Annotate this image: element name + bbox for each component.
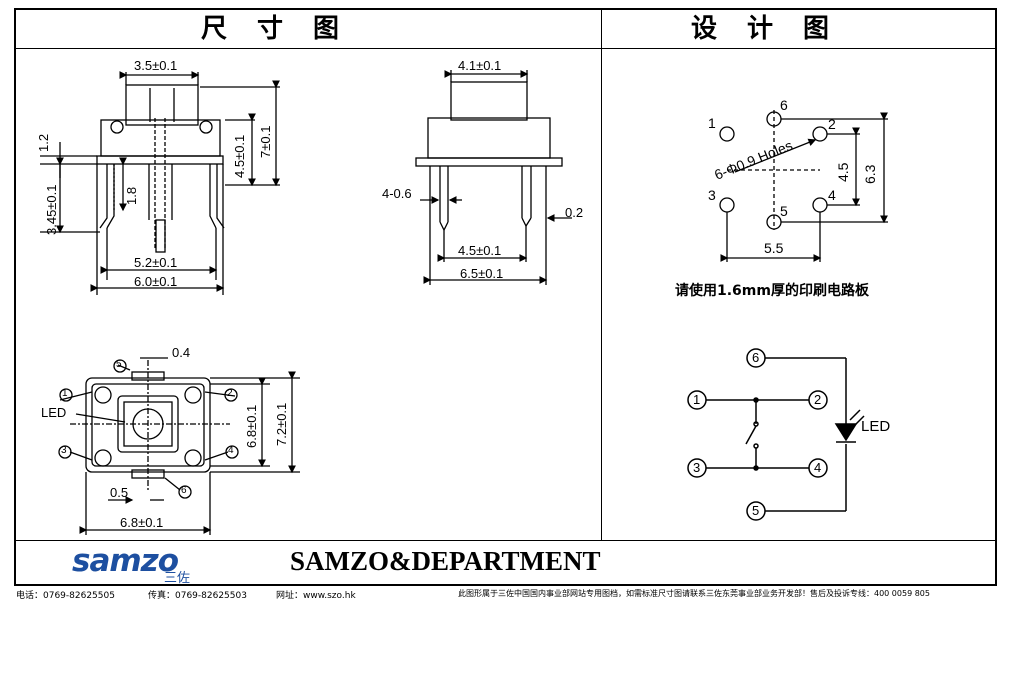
side-button-cap — [450, 81, 528, 121]
design-drawing-title: 设 计 图 — [691, 14, 832, 44]
front-button-cap — [125, 84, 199, 126]
top-view — [59, 357, 300, 535]
brand-divider — [16, 540, 995, 541]
front-view — [40, 71, 280, 295]
dimension-drawing-title: 尺 寸 图 — [201, 14, 342, 44]
side-view — [415, 70, 572, 285]
company-name: SAMZO&DEPARTMENT — [290, 546, 601, 576]
samzo-logo: samzo 三佐 — [72, 543, 212, 586]
footer-website[interactable]: 网址：www.szo.hk — [276, 591, 356, 601]
footer-fax: 传真：0769-82625503 — [148, 591, 247, 601]
front-base — [96, 155, 224, 165]
logo-chinese: 三佐 — [164, 571, 191, 586]
pcb-hole-layout — [719, 110, 888, 262]
drawing-frame: 尺 寸 图 设 计 图 — [14, 8, 997, 586]
vertical-divider — [601, 10, 602, 540]
logo-wordmark: samzo — [72, 543, 179, 579]
footer-notice: 此图形属于三佐中国国内事业部网站专用图档，如需标准尺寸图请联系三佐东莞事业部业务… — [458, 589, 930, 598]
side-housing — [427, 117, 551, 159]
circuit-schematic — [687, 348, 865, 521]
top-view-pin-markers — [58, 359, 239, 499]
header-divider — [16, 48, 995, 49]
side-base — [415, 157, 563, 167]
footer-phone: 电话：0769-82625505 — [16, 591, 115, 601]
